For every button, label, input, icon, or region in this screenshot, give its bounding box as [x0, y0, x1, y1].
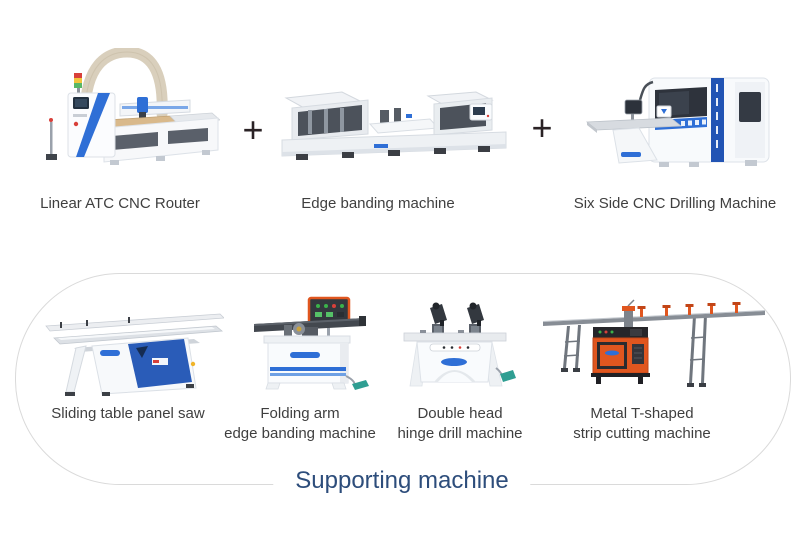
- machine-figure-panel-saw: [44, 306, 224, 398]
- machine-figure-six-side-drill: [585, 72, 775, 170]
- machine-label-line2: hinge drill machine: [397, 425, 523, 442]
- machine-label-line1: Double head: [417, 405, 503, 422]
- machine-label-hinge-drill: Double head hinge drill machine: [397, 404, 522, 444]
- machine-figure-edge-banding: [280, 90, 508, 170]
- machine-label-edge-banding: Edge banding machine: [301, 195, 455, 212]
- machine-figure-strip-cutter: [540, 298, 768, 390]
- cnc-router-image: [46, 48, 220, 165]
- machine-label-line2: edge banding machine: [224, 425, 376, 442]
- folding-arm-edge-banding-machine-image: [254, 296, 369, 390]
- machine-label-folding-arm-bander: Folding arm edge banding machine: [224, 404, 376, 444]
- machine-label-line1: Metal T-shaped: [590, 405, 694, 422]
- plus-sign: +: [242, 109, 264, 150]
- machine-label-line2: strip cutting machine: [573, 425, 711, 442]
- plus-sign: +: [531, 107, 553, 148]
- machine-figure-folding-arm-bander: [254, 294, 370, 390]
- sliding-table-panel-saw-image: [45, 313, 224, 396]
- machine-label-strip-cutter: Metal T-shaped strip cutting machine: [573, 404, 711, 444]
- metal-t-shaped-strip-cutting-machine-image: [543, 299, 765, 387]
- machine-figure-cnc-router: [40, 48, 220, 176]
- supporting-group-title: Supporting machine: [273, 467, 531, 495]
- machine-label-six-side-drill: Six Side CNC Drilling Machine: [573, 195, 777, 212]
- double-head-hinge-drill-machine-image: [403, 302, 516, 387]
- machine-label-panel-saw: Sliding table panel saw: [51, 404, 204, 424]
- machine-figure-hinge-drill: [402, 298, 517, 388]
- machine-label-cnc-router: Linear ATC CNC Router: [40, 195, 200, 212]
- machine-label-line1: Sliding table panel saw: [51, 405, 205, 422]
- machine-label-line1: Folding arm: [260, 405, 340, 422]
- edge-banding-machine-image: [281, 91, 507, 160]
- six-side-cnc-drilling-machine-image: [585, 77, 770, 167]
